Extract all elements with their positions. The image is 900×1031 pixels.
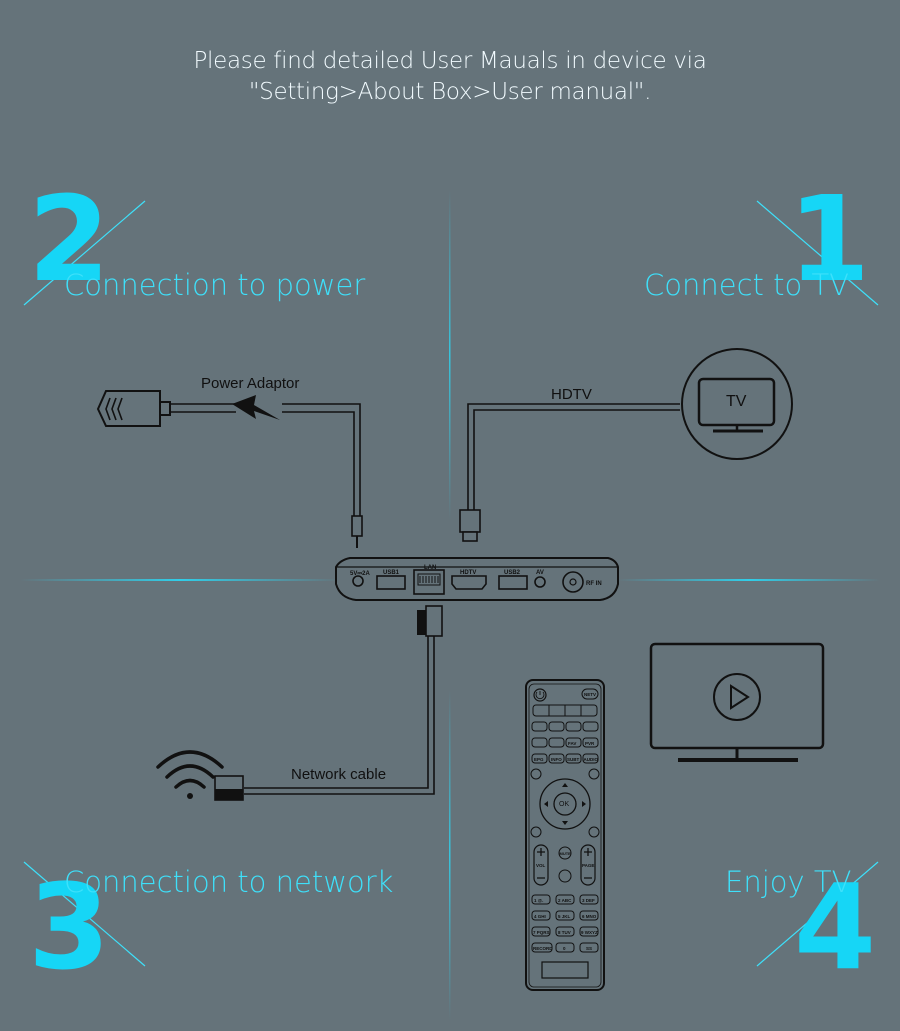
dc-plug — [351, 515, 363, 537]
remote-key-3: 3 DEF — [582, 898, 595, 903]
step-number-3: 3 — [28, 858, 111, 996]
lightning-icon — [232, 395, 280, 420]
remote-key-4: 4 GHI — [534, 914, 546, 919]
diagonal-1 — [756, 200, 879, 306]
port-label-lan: LAN — [424, 565, 436, 571]
remote-audio: AUDIO — [584, 757, 599, 762]
remote-key-0: 0 — [563, 946, 566, 951]
port-label-dc: 5V⎓2A — [350, 571, 370, 577]
remote-mute: MUTE — [560, 851, 572, 856]
remote-key-2: 2 ABC — [558, 898, 572, 903]
step-number-2: 2 — [28, 170, 111, 308]
play-icon — [713, 673, 761, 721]
remote-key-9: 9 WXYZ — [581, 930, 598, 935]
hdmi-plug — [459, 509, 481, 533]
step-label-3: Connection to network — [64, 865, 394, 899]
tv-badge-circle — [681, 348, 793, 460]
hdmi-cable — [467, 403, 680, 510]
remote-control — [525, 679, 605, 991]
network-cable — [244, 636, 435, 795]
network-cable-label: Network cable — [291, 766, 387, 783]
tv-badge-label: TV — [726, 393, 747, 410]
remote-page: PAGE — [582, 863, 594, 868]
wifi-icon — [156, 750, 224, 789]
port-label-usb2: USB2 — [504, 570, 521, 576]
divider-vertical-top — [449, 190, 451, 520]
step-label-1: Connect to TV — [644, 268, 850, 302]
diagonal-3 — [23, 861, 146, 967]
header-line-2: "Setting>About Box>User manual". — [248, 79, 652, 105]
remote-key-1: 1 @. — [534, 898, 543, 903]
divider-vertical-bottom — [449, 690, 451, 1020]
power-adaptor-label: Power Adaptor — [201, 375, 300, 392]
remote-info: INFO — [551, 757, 562, 762]
hdtv-label: HDTV — [551, 386, 592, 403]
remote-key-8: 8 TUV — [558, 930, 571, 935]
header-line-1: Please find detailed User Mauals in devi… — [193, 48, 707, 74]
set-top-box — [335, 557, 619, 601]
port-label-av: AV — [536, 570, 544, 576]
diagonal-4 — [756, 861, 879, 967]
step-label-4: Enjoy TV — [725, 865, 852, 899]
power-cable — [170, 403, 361, 516]
remote-vol: VOL — [536, 863, 546, 868]
remote-subt: SUBT — [567, 757, 580, 762]
remote-key-6: 6 MNO — [582, 914, 597, 919]
remote-fav: FAV — [568, 741, 576, 746]
diagonal-2 — [23, 200, 146, 306]
tv-monitor-icon — [649, 642, 825, 762]
step-number-4: 4 — [794, 858, 877, 996]
remote-key-5: 5 JKL — [558, 914, 571, 919]
remote-key-7: 7 PQRS — [533, 930, 550, 935]
port-label-usb1: USB1 — [383, 570, 400, 576]
port-label-hdtv: HDTV — [460, 570, 476, 576]
remote-labels: NETV FAV PVR EPG INFO SUBT AUDIO OK VOL … — [533, 692, 598, 951]
divider-left — [20, 579, 340, 581]
step-label-2: Connection to power — [64, 268, 366, 302]
header-note: Please find detailed User Mauals in devi… — [0, 46, 900, 108]
remote-pvr: PVR — [585, 741, 595, 746]
remote-key-ss: SS — [586, 946, 592, 951]
remote-netv: NETV — [584, 692, 596, 697]
remote-ok: OK — [559, 801, 569, 808]
remote-epg: EPG — [534, 757, 544, 762]
port-label-rf: RF IN — [586, 581, 602, 587]
step-number-1: 1 — [788, 170, 871, 308]
power-plug-icon — [96, 390, 171, 427]
divider-right — [618, 579, 880, 581]
remote-key-record: RECORD — [533, 946, 553, 951]
